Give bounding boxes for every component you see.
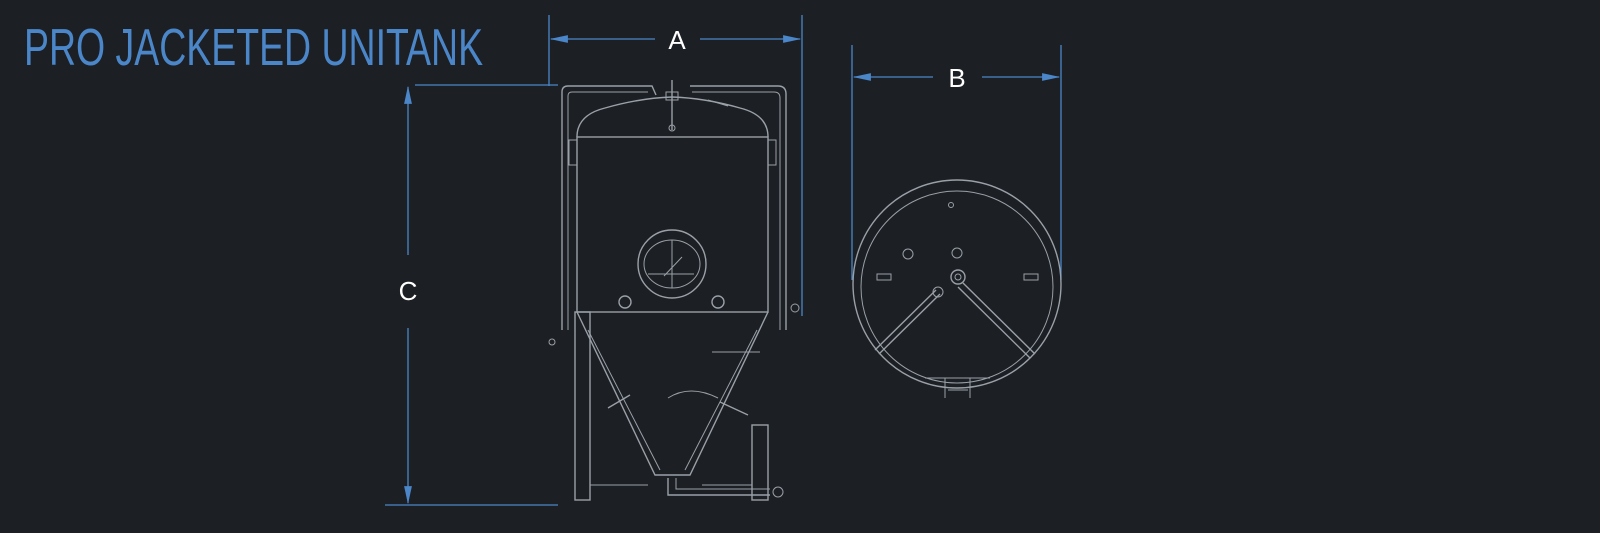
dimension-b-label: B bbox=[948, 63, 965, 93]
dimension-a: A bbox=[548, 15, 803, 316]
page-title: PRO JACKETED UNITANK bbox=[24, 19, 484, 77]
dimension-b: B bbox=[851, 45, 1062, 280]
tank-side-view bbox=[548, 80, 800, 501]
dimension-c-label: C bbox=[399, 276, 418, 306]
tank-top-view bbox=[852, 179, 1062, 398]
dimension-a-label: A bbox=[668, 25, 686, 55]
dimension-c: C bbox=[385, 84, 558, 506]
